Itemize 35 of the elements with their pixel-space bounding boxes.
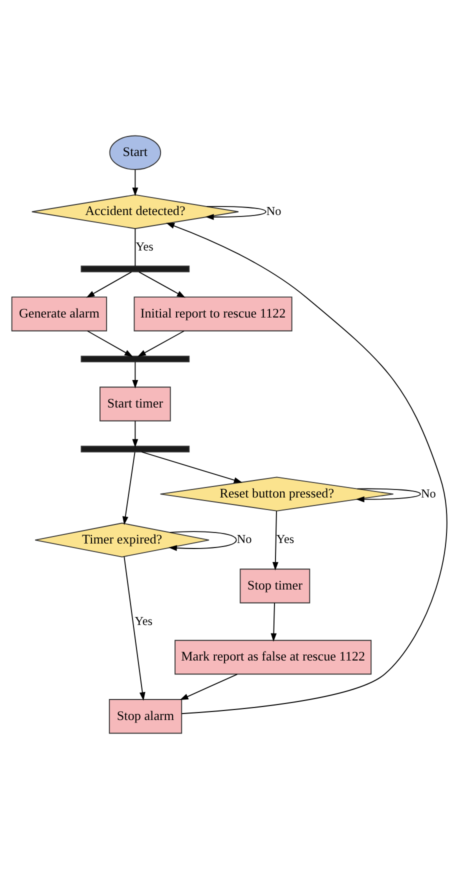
node-box: Start timer xyxy=(100,386,171,422)
arrow xyxy=(205,206,266,220)
arrow xyxy=(87,330,133,357)
arrow xyxy=(272,510,278,571)
node-ellipse: Start xyxy=(109,135,162,170)
arrow xyxy=(132,420,138,448)
edge-label: No xyxy=(266,204,282,218)
arrow xyxy=(141,451,242,483)
edge-label: No xyxy=(236,532,252,546)
arrow xyxy=(86,272,132,298)
arrow xyxy=(137,330,185,357)
arrow xyxy=(122,452,136,525)
edge-label: Yes xyxy=(136,240,154,254)
node-box: Initial report to rescue 1122 xyxy=(134,296,292,332)
arrow xyxy=(132,169,138,196)
node-bar xyxy=(80,356,190,362)
connector xyxy=(134,228,136,267)
arrow xyxy=(138,272,186,298)
node-diamond: Timer expired? xyxy=(34,522,210,558)
node-box: Stop timer xyxy=(240,568,310,604)
arrow xyxy=(356,488,421,502)
edge-label: Yes xyxy=(134,614,152,628)
arrow xyxy=(166,222,448,714)
node-bar xyxy=(80,266,190,272)
node-box: Generate alarm xyxy=(11,296,108,332)
arrow xyxy=(168,531,237,551)
arrow xyxy=(124,556,146,701)
edge-label: No xyxy=(420,486,436,500)
arrow xyxy=(180,674,238,700)
arrow xyxy=(270,602,277,642)
node-box: Stop alarm xyxy=(108,699,182,734)
node-box: Mark report as false at rescue 1122 xyxy=(174,640,372,675)
arrow xyxy=(132,362,138,388)
edge-label: Yes xyxy=(276,532,294,546)
node-bar xyxy=(80,446,190,452)
